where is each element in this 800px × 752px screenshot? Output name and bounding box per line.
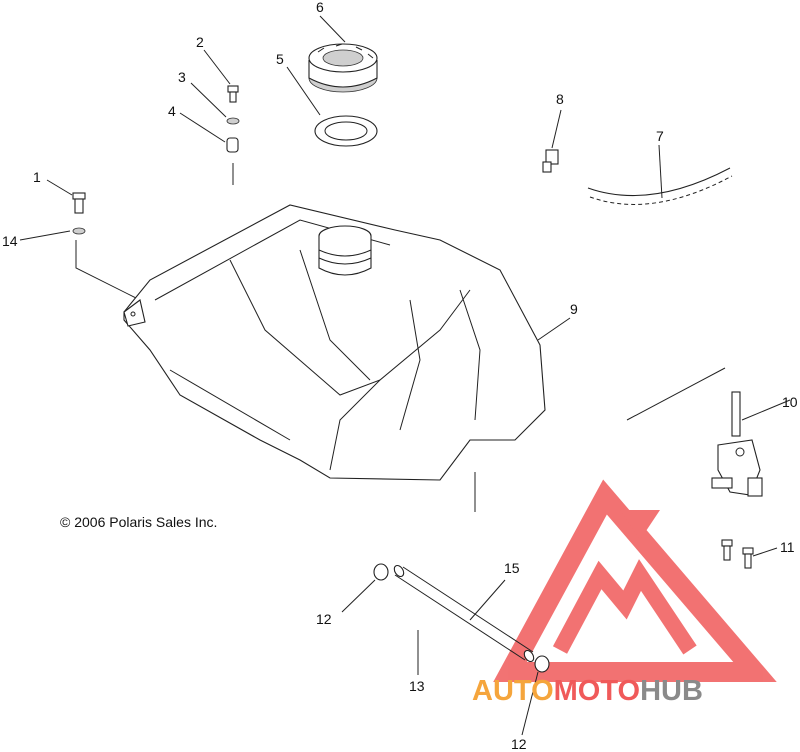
callout-1: 1 [33,169,41,185]
grommet-4 [226,137,239,153]
copyright-text: © 2006 Polaris Sales Inc. [60,514,217,530]
valve-10 [711,391,763,497]
vent-hose-7 [587,167,733,205]
callout-2: 2 [196,34,204,50]
watermark-text-moto: MOTO [554,675,640,707]
fitting-8 [542,149,559,173]
watermark-text: AUTOMOTOHUB [472,675,703,707]
callout-14: 14 [2,233,18,249]
callout-12-upper: 12 [316,611,332,627]
callout-7: 7 [656,128,664,144]
callout-4: 4 [168,103,176,119]
fuel-cap [308,43,378,93]
callout-13: 13 [409,678,425,694]
clamp-12-lower [534,655,550,673]
watermark-logo [493,479,777,682]
clamp-12-upper [373,563,389,581]
callout-10: 10 [782,394,798,410]
screws-11 [721,539,754,569]
washer-3 [226,117,240,125]
bolt-2 [227,85,239,103]
callout-3: 3 [178,69,186,85]
watermark-text-hub: HUB [640,675,703,707]
callout-9: 9 [570,301,578,317]
leader-lines [19,15,791,736]
bolt-1 [72,192,86,214]
callout-5: 5 [276,51,284,67]
callout-12-lower: 12 [511,736,527,752]
washer-14 [72,227,86,235]
callout-8: 8 [556,91,564,107]
fuel-tank [123,204,546,481]
fuel-line-15 [393,564,535,663]
watermark-text-auto: AUTO [472,675,554,707]
callout-11: 11 [780,539,795,555]
callout-6: 6 [316,0,324,15]
callout-15: 15 [504,560,520,576]
cap-gasket [314,115,378,147]
